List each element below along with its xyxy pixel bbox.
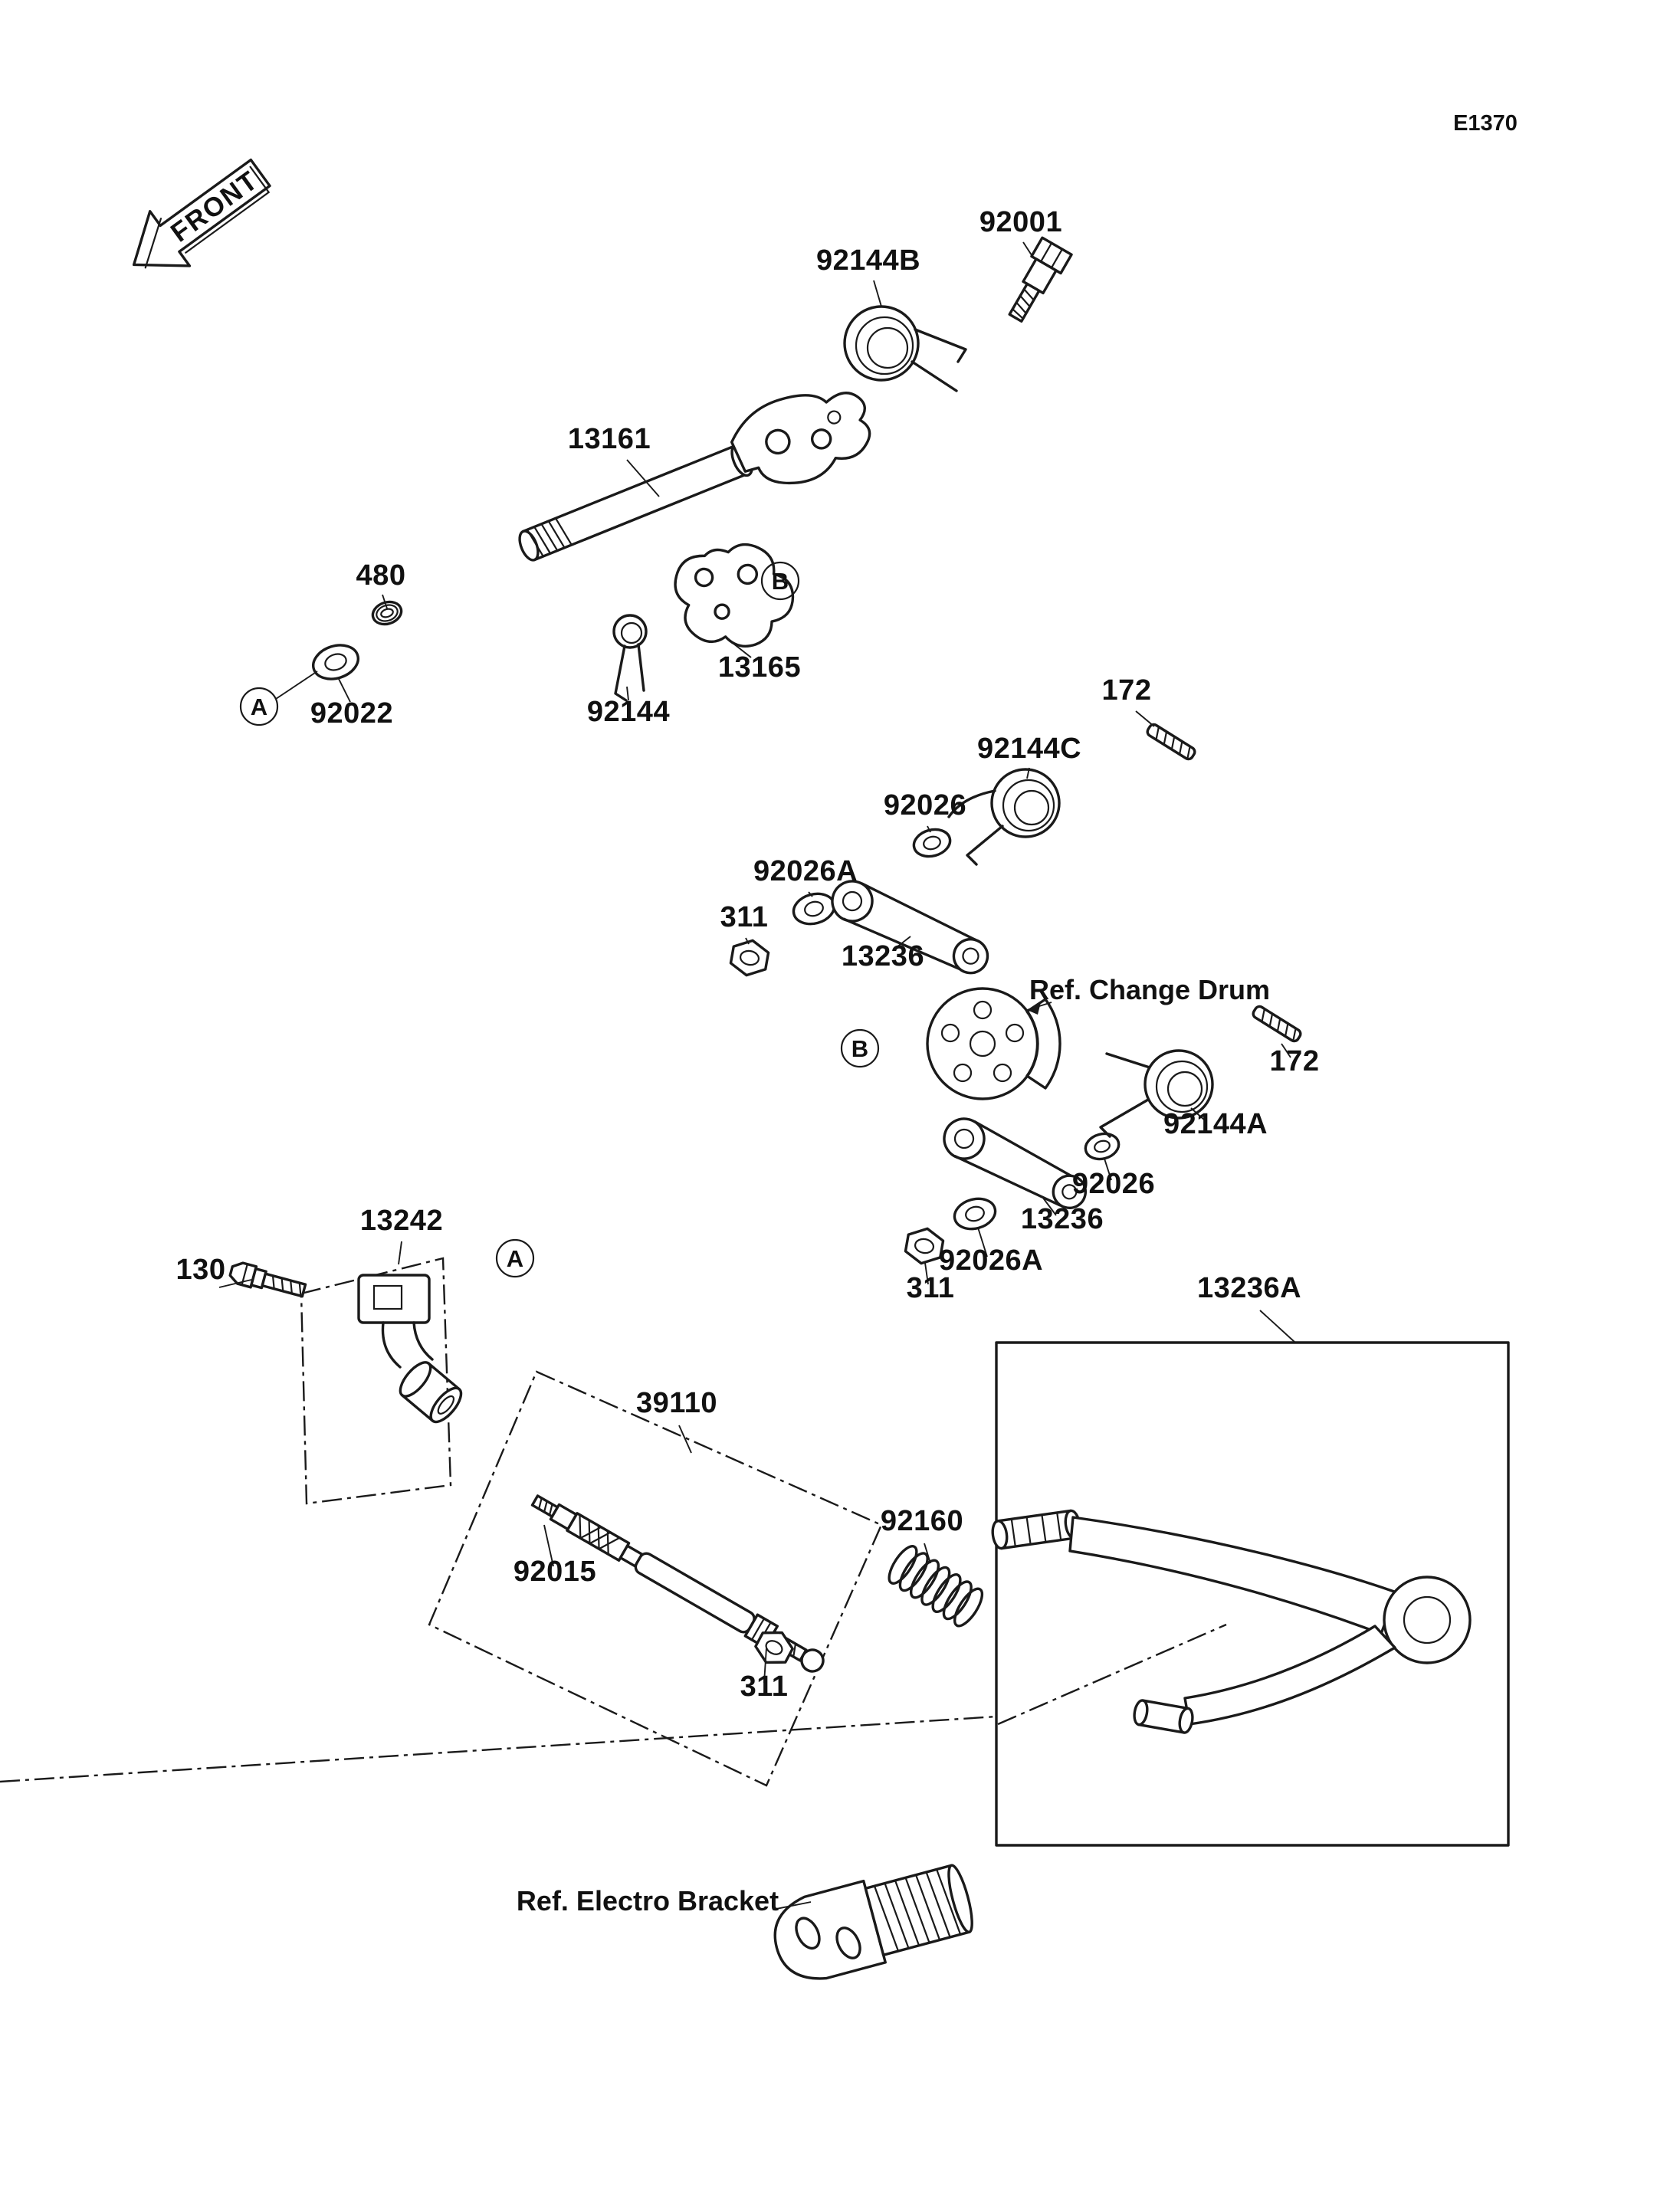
callout-a-2: A	[495, 1238, 535, 1278]
label-92144c: 92144C	[977, 733, 1081, 765]
assembly-link-line-1	[0, 1715, 997, 1783]
label-92144: 92144	[587, 696, 670, 728]
label-311-2: 311	[907, 1272, 955, 1304]
assembly-link-line-2	[997, 1623, 1227, 1726]
label-92026a-2: 92026A	[939, 1244, 1043, 1277]
nut-311-1-drawing	[729, 939, 770, 977]
spring-92144c-drawing	[947, 768, 1061, 866]
label-13242: 13242	[360, 1205, 443, 1237]
callout-b-1-letter: B	[772, 568, 789, 595]
callout-b-2: B	[840, 1028, 880, 1068]
label-130: 130	[176, 1254, 226, 1286]
lever-13236-2-drawing	[943, 1117, 1088, 1209]
bracket-13242-drawing	[357, 1274, 463, 1424]
label-92026-2: 92026	[1072, 1168, 1155, 1200]
label-92022: 92022	[310, 697, 393, 730]
spring-92160-drawing	[888, 1545, 984, 1628]
shift-rod-39110-drawing	[530, 1494, 825, 1673]
label-92026a-1: 92026A	[753, 855, 858, 887]
label-13236-2: 13236	[1021, 1203, 1104, 1235]
label-92144b: 92144B	[816, 244, 920, 277]
washer-92022-drawing	[312, 644, 359, 680]
plate-13165-drawing	[674, 543, 795, 648]
washer-92026a-2-drawing	[953, 1197, 997, 1231]
rod-39110-enclosure	[428, 1370, 883, 1787]
callout-a-1-letter: A	[251, 694, 267, 720]
stud-172-2-drawing	[1252, 1005, 1302, 1043]
label-13236-1: 13236	[842, 940, 924, 972]
label-311-1: 311	[720, 901, 769, 933]
ref-electro-bracket: Ref. Electro Bracket	[517, 1885, 779, 1917]
shaft-13161-drawing	[518, 392, 871, 562]
label-92001: 92001	[979, 206, 1062, 238]
label-172-2: 172	[1270, 1045, 1320, 1077]
page-code: E1370	[1453, 111, 1518, 136]
label-172-1: 172	[1102, 674, 1152, 707]
label-13236a: 13236A	[1197, 1272, 1301, 1304]
leader-lines	[218, 241, 1296, 1910]
spring-92144-drawing	[612, 614, 648, 702]
bracket-13242-enclosure	[300, 1257, 452, 1505]
callout-a-1: A	[239, 687, 279, 726]
bolt-130-drawing	[228, 1261, 307, 1298]
label-311-3: 311	[740, 1671, 789, 1703]
callout-b-1: B	[760, 561, 800, 601]
electro-bracket-drawing	[773, 1864, 973, 1980]
callout-b-2-letter: B	[851, 1035, 868, 1062]
label-13165: 13165	[718, 651, 801, 684]
change-drum-drawing	[926, 987, 1061, 1100]
ref-change-drum: Ref. Change Drum	[1029, 974, 1270, 1005]
label-480: 480	[356, 559, 406, 592]
gearshift-pedal-drawing	[991, 1509, 1472, 1734]
spring-92144b-drawing	[843, 305, 967, 392]
nut-311-3-drawing	[754, 1631, 794, 1664]
washer-92026-1-drawing	[912, 828, 952, 858]
label-92015: 92015	[514, 1556, 596, 1588]
stud-172-1-drawing	[1146, 723, 1196, 761]
nut-311-2-drawing	[904, 1227, 945, 1265]
front-arrow: FRONT	[132, 158, 271, 269]
label-39110: 39110	[636, 1387, 717, 1419]
callout-a-2-letter: A	[507, 1245, 523, 1272]
pedal-box-13236a	[995, 1341, 1510, 1847]
washer-92026a-1-drawing	[792, 892, 836, 926]
label-92144a: 92144A	[1163, 1108, 1268, 1140]
label-92160: 92160	[881, 1505, 963, 1537]
label-92026-1: 92026	[884, 789, 966, 821]
lever-13236-1-drawing	[831, 880, 989, 975]
ring-480-drawing	[371, 600, 403, 626]
washer-92026-2-drawing	[1084, 1132, 1121, 1161]
switch-92001-drawing	[1008, 236, 1073, 323]
label-13161: 13161	[568, 423, 651, 455]
